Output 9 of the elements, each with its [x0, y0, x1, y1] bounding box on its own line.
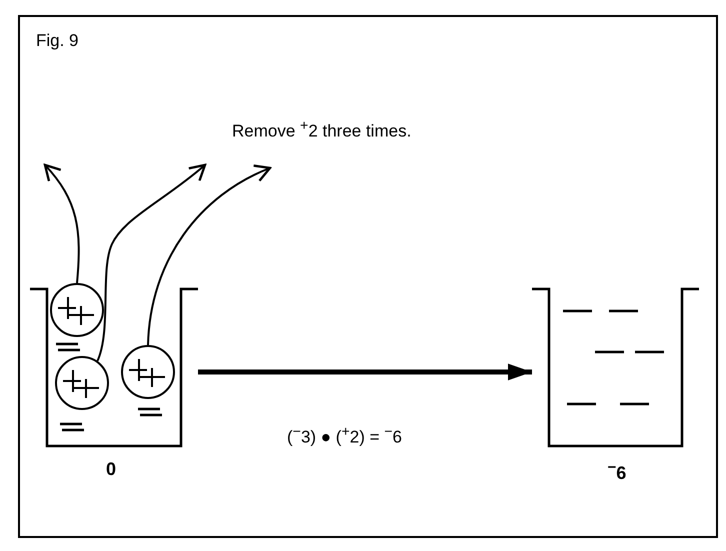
- value-label: 0: [106, 459, 116, 480]
- figure-title: Fig. 9: [36, 31, 79, 51]
- arrow: [147, 165, 272, 346]
- arrow: [44, 164, 80, 284]
- arrow: [96, 164, 206, 362]
- instruction-text: Remove $^{+}$2 three times.: [232, 118, 412, 142]
- arrow: [198, 364, 532, 380]
- value-label: $^{−}$6: [608, 459, 626, 484]
- equation-text: ($^{−}$3) ● ($^{+}$2) = $^{−}$6: [287, 424, 402, 448]
